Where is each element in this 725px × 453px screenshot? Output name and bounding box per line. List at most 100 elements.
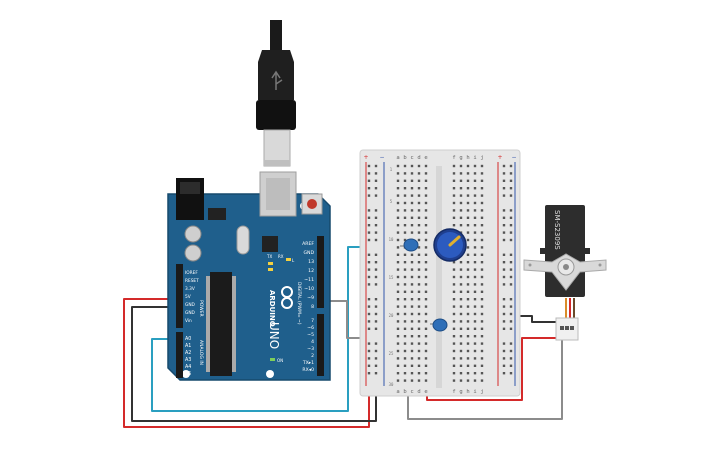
breadboard-hole[interactable] xyxy=(480,298,484,301)
breadboard-hole[interactable] xyxy=(424,231,428,234)
breadboard-hole[interactable] xyxy=(459,364,463,367)
rail-hole[interactable] xyxy=(502,216,506,219)
breadboard-hole[interactable] xyxy=(396,179,400,182)
breadboard-hole[interactable] xyxy=(473,283,477,286)
breadboard-hole[interactable] xyxy=(410,342,414,345)
breadboard-hole[interactable] xyxy=(480,172,484,175)
breadboard-hole[interactable] xyxy=(417,194,421,197)
breadboard-hole[interactable] xyxy=(480,268,484,271)
breadboard-hole[interactable] xyxy=(417,216,421,219)
rail-hole[interactable] xyxy=(502,342,506,345)
breadboard-hole[interactable] xyxy=(417,209,421,212)
breadboard-hole[interactable] xyxy=(452,201,456,205)
breadboard-hole[interactable] xyxy=(473,268,477,271)
rail-hole[interactable] xyxy=(374,209,378,212)
breadboard-hole[interactable] xyxy=(396,246,400,249)
breadboard-hole[interactable] xyxy=(473,312,477,316)
breadboard-hole[interactable] xyxy=(403,357,407,360)
breadboard-hole[interactable] xyxy=(424,194,428,197)
breadboard-hole[interactable] xyxy=(424,320,428,323)
rail-hole[interactable] xyxy=(374,164,378,168)
breadboard-hole[interactable] xyxy=(466,357,470,360)
breadboard-hole[interactable] xyxy=(466,305,470,308)
breadboard-hole[interactable] xyxy=(403,305,407,308)
rail-hole[interactable] xyxy=(509,268,513,271)
breadboard-hole[interactable] xyxy=(459,372,463,375)
breadboard-hole[interactable] xyxy=(466,275,470,279)
breadboard-hole[interactable] xyxy=(466,246,470,249)
rail-hole[interactable] xyxy=(509,179,513,182)
breadboard-hole[interactable] xyxy=(396,349,400,353)
breadboard-hole[interactable] xyxy=(424,179,428,182)
breadboard-hole[interactable] xyxy=(452,209,456,212)
breadboard-hole[interactable] xyxy=(480,201,484,205)
breadboard-hole[interactable] xyxy=(473,201,477,205)
breadboard-hole[interactable] xyxy=(480,283,484,286)
breadboard-hole[interactable] xyxy=(424,164,428,168)
breadboard-hole[interactable] xyxy=(480,187,484,190)
breadboard-hole[interactable] xyxy=(410,379,414,382)
breadboard-hole[interactable] xyxy=(396,342,400,345)
rail-hole[interactable] xyxy=(367,372,371,375)
breadboard-hole[interactable] xyxy=(410,290,414,293)
breadboard-hole[interactable] xyxy=(452,275,456,279)
usb-cable[interactable] xyxy=(256,20,296,167)
breadboard-hole[interactable] xyxy=(417,253,421,256)
rail-hole[interactable] xyxy=(509,253,513,256)
breadboard-hole[interactable] xyxy=(473,194,477,197)
breadboard-hole[interactable] xyxy=(466,201,470,205)
breadboard-hole[interactable] xyxy=(466,261,470,264)
breadboard-hole[interactable] xyxy=(480,342,484,345)
rail-hole[interactable] xyxy=(367,164,371,168)
breadboard-hole[interactable] xyxy=(459,305,463,308)
rail-hole[interactable] xyxy=(367,209,371,212)
breadboard-hole[interactable] xyxy=(424,335,428,338)
breadboard-hole[interactable] xyxy=(417,224,421,227)
rail-hole[interactable] xyxy=(367,327,371,330)
breadboard-hole[interactable] xyxy=(410,231,414,234)
breadboard-hole[interactable] xyxy=(424,327,428,330)
rail-hole[interactable] xyxy=(367,349,371,353)
breadboard-hole[interactable] xyxy=(473,327,477,330)
breadboard-hole[interactable] xyxy=(480,290,484,293)
breadboard-hole[interactable] xyxy=(466,327,470,330)
breadboard-hole[interactable] xyxy=(396,283,400,286)
breadboard-hole[interactable] xyxy=(410,372,414,375)
breadboard-hole[interactable] xyxy=(466,187,470,190)
breadboard-hole[interactable] xyxy=(473,209,477,212)
breadboard-hole[interactable] xyxy=(403,187,407,190)
rail-hole[interactable] xyxy=(374,172,378,175)
rail-hole[interactable] xyxy=(502,231,506,234)
rail-hole[interactable] xyxy=(509,320,513,323)
breadboard-hole[interactable] xyxy=(424,312,428,316)
rail-hole[interactable] xyxy=(509,164,513,168)
breadboard-hole[interactable] xyxy=(417,364,421,367)
breadboard-hole[interactable] xyxy=(424,224,428,227)
breadboard-hole[interactable] xyxy=(473,164,477,168)
breadboard-hole[interactable] xyxy=(396,327,400,330)
breadboard-hole[interactable] xyxy=(424,290,428,293)
rail-hole[interactable] xyxy=(374,312,378,316)
rail-hole[interactable] xyxy=(374,231,378,234)
breadboard-hole[interactable] xyxy=(396,201,400,205)
breadboard-hole[interactable] xyxy=(480,253,484,256)
breadboard-hole[interactable] xyxy=(396,372,400,375)
breadboard-hole[interactable] xyxy=(417,320,421,323)
breadboard-hole[interactable] xyxy=(452,298,456,301)
breadboard-hole[interactable] xyxy=(459,335,463,338)
breadboard-hole[interactable] xyxy=(410,224,414,227)
breadboard-hole[interactable] xyxy=(473,364,477,367)
breadboard-hole[interactable] xyxy=(396,216,400,219)
rail-hole[interactable] xyxy=(374,216,378,219)
breadboard-hole[interactable] xyxy=(452,312,456,316)
breadboard-hole[interactable] xyxy=(424,238,428,242)
breadboard-hole[interactable] xyxy=(403,172,407,175)
wire-gnd-black[interactable] xyxy=(131,306,377,422)
breadboard-hole[interactable] xyxy=(403,379,407,382)
breadboard-hole[interactable] xyxy=(452,320,456,323)
breadboard-hole[interactable] xyxy=(403,209,407,212)
breadboard-hole[interactable] xyxy=(466,379,470,382)
breadboard-hole[interactable] xyxy=(452,216,456,219)
breadboard-hole[interactable] xyxy=(396,172,400,175)
rail-hole[interactable] xyxy=(367,216,371,219)
